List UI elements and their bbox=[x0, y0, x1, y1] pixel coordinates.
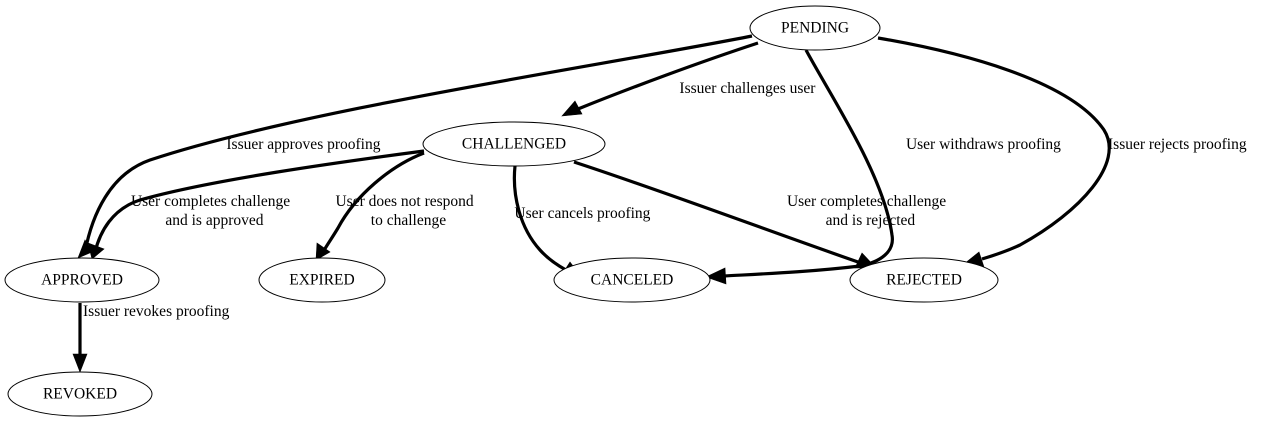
edge-approved-revoked: Issuer revokes proofing bbox=[0, 0, 256, 373]
edge-pending-challenged-arrowhead bbox=[561, 100, 583, 117]
edge-label-line-1: User completes challenge bbox=[131, 193, 290, 210]
node-revoked[interactable]: REVOKED bbox=[7, 371, 153, 417]
edge-challenged-approved-label: User completes challenge and is approved bbox=[0, 0, 325, 229]
edge-pending-challenged-label: Issuer challenges user bbox=[0, 0, 843, 97]
node-challenged-ellipse[interactable] bbox=[422, 121, 606, 167]
edge-pending-rejected-label: Issuer rejects proofing bbox=[0, 0, 1274, 153]
edge-label-line: User withdraws proofing bbox=[906, 136, 1061, 153]
node-rejected-label: REJECTED bbox=[886, 272, 962, 289]
node-canceled[interactable]: CANCELED bbox=[553, 257, 711, 303]
node-expired-label: EXPIRED bbox=[289, 272, 354, 289]
node-pending[interactable]: PENDING bbox=[749, 5, 881, 51]
edge-label-line-1: User completes challenge bbox=[787, 193, 946, 210]
edge-approved-revoked-arrowhead bbox=[72, 353, 88, 373]
edge-label-line-1: User does not respond bbox=[335, 193, 473, 210]
node-approved-label: APPROVED bbox=[41, 272, 123, 289]
edge-challenged-expired-label: User does not respond to challenge bbox=[0, 0, 509, 229]
edge-challenged-expired: User does not respond to challenge bbox=[0, 0, 509, 261]
node-challenged[interactable]: CHALLENGED bbox=[422, 121, 606, 167]
node-rejected-ellipse[interactable] bbox=[849, 257, 999, 303]
node-canceled-ellipse[interactable] bbox=[553, 257, 711, 303]
edge-label-line-2: and is rejected bbox=[826, 212, 916, 229]
node-approved[interactable]: APPROVED bbox=[4, 257, 160, 303]
edge-pending-challenged-path bbox=[577, 41, 759, 111]
edge-challenged-rejected: User completes challenge and is rejected bbox=[0, 0, 981, 269]
edge-challenged-approved-arrowhead bbox=[87, 242, 105, 260]
edge-challenged-canceled-label: User cancels proofing bbox=[0, 0, 678, 222]
edge-pending-approved-path bbox=[83, 34, 753, 253]
edge-challenged-canceled-path bbox=[512, 165, 567, 272]
edge-pending-rejected: Issuer rejects proofing bbox=[0, 0, 1274, 268]
edge-pending-canceled-path bbox=[723, 49, 894, 278]
node-canceled-label: CANCELED bbox=[591, 272, 674, 289]
node-approved-ellipse[interactable] bbox=[4, 257, 160, 303]
edge-pending-approved-label: Issuer approves proofing bbox=[0, 0, 408, 153]
edge-pending-canceled-arrowhead bbox=[705, 267, 727, 285]
node-revoked-ellipse[interactable] bbox=[7, 371, 153, 417]
edge-challenged-rejected-label: User completes challenge and is rejected bbox=[0, 0, 981, 229]
edge-pending-challenged: Issuer challenges user bbox=[0, 0, 843, 117]
node-expired-ellipse[interactable] bbox=[258, 257, 386, 303]
node-rejected[interactable]: REJECTED bbox=[849, 257, 999, 303]
node-revoked-label: REVOKED bbox=[43, 386, 117, 403]
edge-challenged-approved: User completes challenge and is approved bbox=[0, 0, 425, 260]
node-pending-ellipse[interactable] bbox=[749, 5, 881, 51]
edge-pending-approved: Issuer approves proofing bbox=[0, 0, 753, 259]
edge-challenged-expired-path bbox=[321, 151, 425, 253]
edge-pending-canceled-label: User withdraws proofing bbox=[0, 0, 1088, 153]
edge-label-line: Issuer challenges user bbox=[679, 80, 816, 97]
edge-pending-rejected-path bbox=[877, 36, 1111, 261]
edge-label-line: Issuer approves proofing bbox=[226, 136, 380, 153]
edge-approved-revoked-label: Issuer revokes proofing bbox=[0, 0, 256, 320]
edge-challenged-expired-arrowhead bbox=[315, 242, 331, 261]
node-pending-label: PENDING bbox=[781, 20, 849, 37]
edge-label-line: User cancels proofing bbox=[514, 205, 650, 222]
edge-label-line-2: to challenge bbox=[371, 212, 446, 229]
edge-challenged-rejected-path bbox=[573, 160, 859, 264]
edge-label-line-2: and is approved bbox=[165, 212, 263, 229]
edge-pending-canceled: User withdraws proofing bbox=[0, 0, 1088, 285]
node-challenged-label: CHALLENGED bbox=[462, 136, 566, 153]
edge-challenged-approved-path bbox=[93, 149, 425, 253]
edge-label-line: Issuer revokes proofing bbox=[83, 303, 230, 320]
edge-label-line: Issuer rejects proofing bbox=[1108, 136, 1247, 153]
node-expired[interactable]: EXPIRED bbox=[258, 257, 386, 303]
